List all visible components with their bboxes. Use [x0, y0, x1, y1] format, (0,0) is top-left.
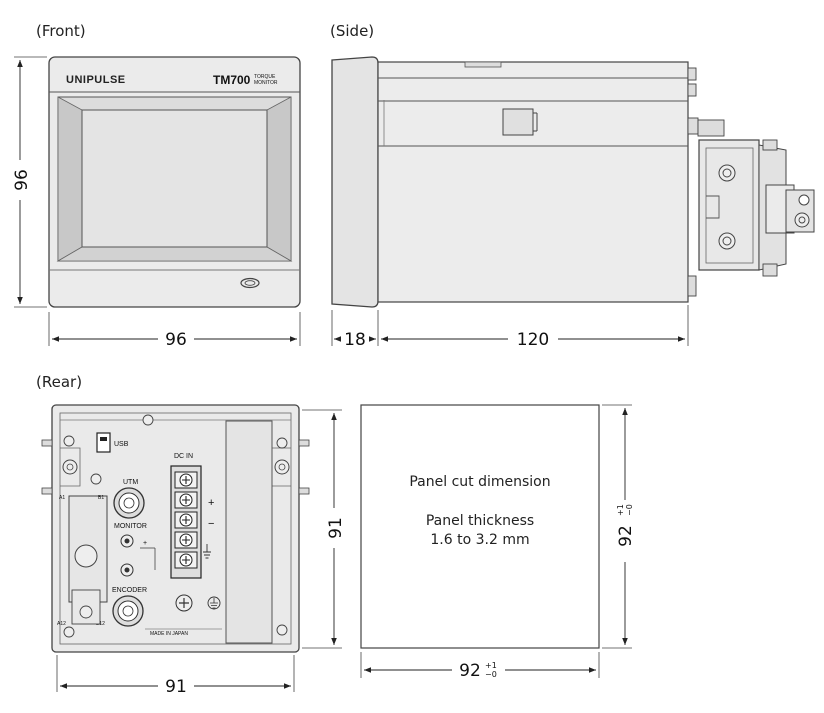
utm-label: UTM	[123, 479, 138, 486]
made-in-label: MADE IN JAPAN	[150, 631, 188, 637]
tol-minus-h: −0	[485, 670, 497, 679]
dim-rear-width: 91	[165, 677, 187, 697]
front-view-label: (Front)	[36, 22, 86, 40]
dim-cut-height: 92	[616, 525, 636, 547]
panel-cut-title: Panel cut dimension	[409, 474, 550, 490]
side-view	[331, 56, 815, 308]
dim-front-height: 96	[12, 169, 32, 191]
encoder-label: ENCODER	[112, 587, 147, 594]
pin-b1: B1	[98, 495, 104, 501]
panel-thickness-label: Panel thickness	[426, 513, 534, 529]
ground-icon	[207, 596, 221, 610]
dc-minus: −	[208, 518, 214, 530]
rear-view: USB A1 B1 A12 B12 UTM MONITOR + E	[41, 404, 310, 653]
model-sub1: TORQUE	[254, 74, 276, 80]
front-height-dimension: 96	[12, 56, 47, 308]
dc-plus: +	[208, 497, 214, 509]
dim-front-width: 96	[165, 330, 187, 350]
rear-dimensions: 91 91	[56, 409, 346, 697]
dim-side-depth: 120	[517, 330, 549, 350]
side-dimensions: 18 120	[331, 305, 689, 350]
panel-cut: Panel cut dimension Panel thickness 1.6 …	[360, 404, 636, 681]
dim-rear-height: 91	[326, 517, 346, 539]
tol-plus-v: +1	[616, 504, 625, 516]
front-width-dimension: 96	[48, 312, 301, 350]
usb-label: USB	[114, 441, 129, 448]
monitor-plus: +	[143, 540, 147, 547]
usb-port-icon	[96, 432, 111, 453]
monitor-label: MONITOR	[114, 523, 147, 530]
panel-thickness-value: 1.6 to 3.2 mm	[430, 532, 529, 548]
dim-cut-width: 92	[459, 661, 481, 681]
front-view: UNIPULSE TM700 TORQUE MONITOR	[48, 56, 301, 308]
status-led-icon	[240, 277, 260, 289]
model-name: TM700	[213, 73, 251, 87]
pin-a12: A12	[57, 621, 66, 627]
tol-plus-h: +1	[485, 661, 497, 670]
pin-a1: A1	[59, 495, 65, 501]
side-view-label: (Side)	[330, 22, 375, 40]
dim-side-bezel: 18	[344, 330, 366, 350]
tol-minus-v: −0	[625, 504, 634, 516]
brand-logo: UNIPULSE	[66, 74, 126, 86]
pin-b12: B12	[96, 621, 105, 627]
dc-in-label: DC IN	[174, 453, 193, 460]
rear-view-label: (Rear)	[36, 373, 83, 391]
model-sub2: MONITOR	[254, 80, 278, 86]
